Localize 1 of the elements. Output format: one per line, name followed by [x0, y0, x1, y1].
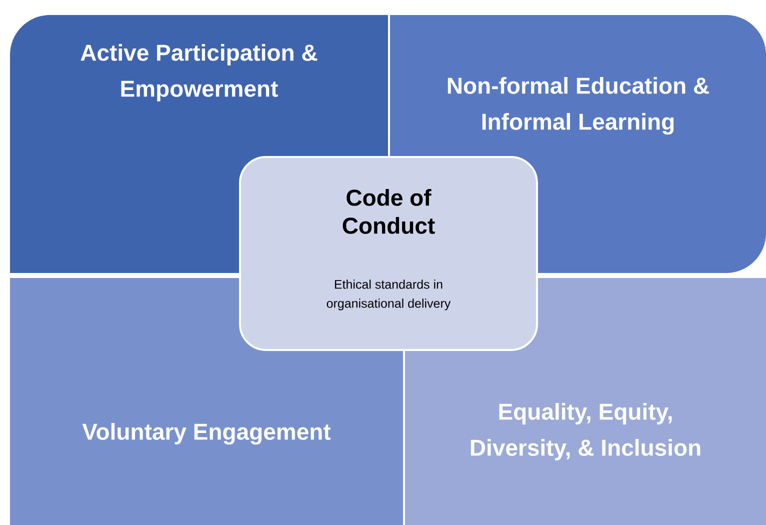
center-box: Code of Conduct Ethical standards in organisational delivery	[239, 156, 538, 351]
